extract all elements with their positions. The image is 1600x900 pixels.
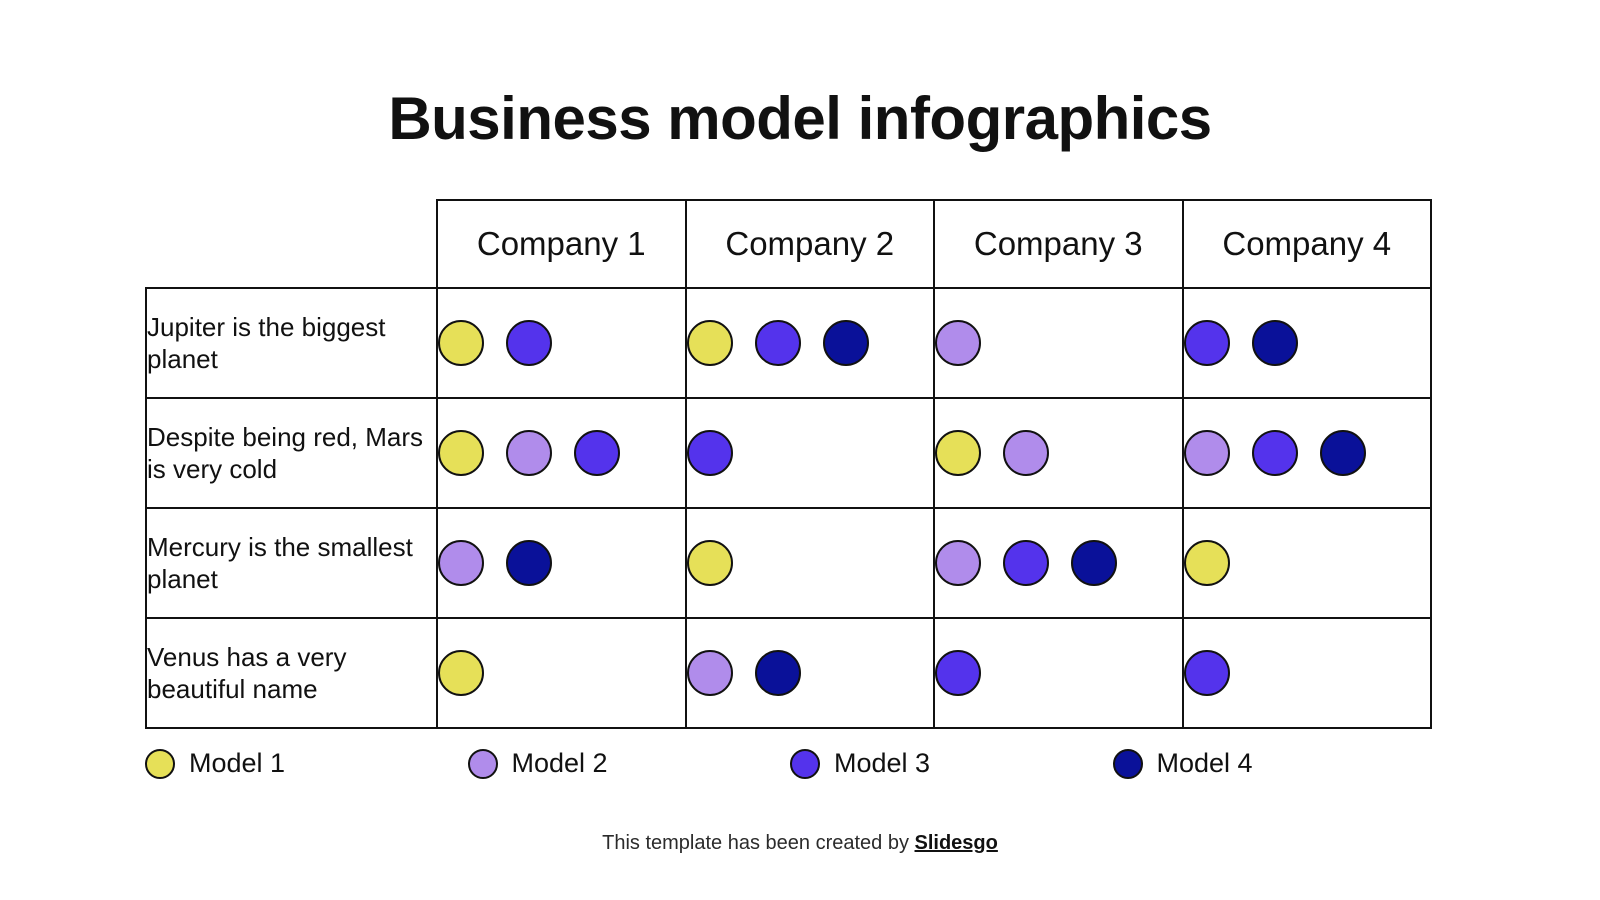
- dot-group: [438, 535, 685, 591]
- matrix-cell-r0-c3: [1181, 287, 1432, 399]
- model-dot-model-3: [1251, 430, 1298, 476]
- model-dot-model-3: [1183, 650, 1230, 696]
- model-dot-model-2: [1003, 430, 1049, 476]
- dot-group: [1183, 315, 1431, 371]
- legend-dot-icon: [790, 748, 820, 779]
- column-header-company-4: Company 4: [1181, 199, 1432, 289]
- dot-group: [686, 425, 934, 481]
- row-label-0: Jupiter is the biggest planet: [145, 287, 438, 399]
- dot-group: [686, 315, 934, 371]
- model-dot-model-3: [1003, 540, 1049, 586]
- model-dot-model-1: [686, 540, 733, 586]
- model-dot-model-2: [438, 540, 484, 586]
- model-dot-model-4: [822, 320, 869, 366]
- matrix-cell-r0-c1: [684, 287, 935, 399]
- footer-credit: This template has been created by Slides…: [0, 832, 1600, 855]
- model-dot-model-1: [686, 320, 733, 366]
- matrix-cell-r2-c3: [1181, 507, 1432, 619]
- page-title: Business model infographics: [388, 85, 1212, 152]
- business-model-matrix: Company 1 Company 2 Company 3 Company 4 …: [145, 199, 1432, 729]
- model-dot-model-1: [438, 320, 484, 366]
- model-dot-model-1: [438, 430, 484, 476]
- model-dot-model-1: [935, 430, 981, 476]
- model-dot-model-3: [574, 430, 620, 476]
- dot-group: [438, 315, 685, 371]
- dot-group: [1183, 535, 1431, 591]
- matrix-cell-r0-c2: [933, 287, 1184, 399]
- legend-dot-icon: [145, 748, 175, 779]
- model-dot-model-1: [1183, 540, 1230, 586]
- matrix-cell-r0-c0: [436, 287, 687, 399]
- column-header-company-3: Company 3: [933, 199, 1184, 289]
- model-dot-model-3: [686, 430, 733, 476]
- model-dot-model-3: [935, 650, 981, 696]
- column-header-company-2: Company 2: [684, 199, 935, 289]
- dot-group: [935, 425, 1182, 481]
- model-dot-model-3: [754, 320, 801, 366]
- column-header-company-1: Company 1: [436, 199, 687, 289]
- matrix-cell-r2-c1: [684, 507, 935, 619]
- model-dot-model-2: [506, 430, 552, 476]
- table-row: Jupiter is the biggest planet: [145, 287, 1432, 399]
- legend-label: Model 4: [1156, 748, 1253, 778]
- model-dot-model-2: [1183, 430, 1230, 476]
- model-dot-model-4: [754, 650, 801, 696]
- matrix-header-row: Company 1 Company 2 Company 3 Company 4: [146, 199, 1432, 289]
- dot-group: [438, 645, 685, 701]
- legend-label: Model 2: [511, 748, 608, 778]
- matrix-corner-cell: [146, 200, 437, 288]
- model-dot-model-2: [935, 320, 981, 366]
- row-label-3: Venus has a very beautiful name: [145, 617, 438, 729]
- matrix-cell-r1-c0: [436, 397, 687, 509]
- model-dot-model-4: [506, 540, 552, 586]
- model-dot-model-2: [935, 540, 981, 586]
- dot-group: [686, 535, 934, 591]
- matrix-cell-r3-c0: [436, 617, 687, 729]
- dot-group: [935, 535, 1182, 591]
- matrix-cell-r1-c3: [1181, 397, 1432, 509]
- row-label-2: Mercury is the smallest planet: [145, 507, 438, 619]
- model-dot-model-4: [1071, 540, 1117, 586]
- matrix-cell-r1-c2: [933, 397, 1184, 509]
- dot-group: [438, 425, 685, 481]
- model-dot-model-2: [686, 650, 733, 696]
- matrix-cell-r1-c1: [684, 397, 935, 509]
- legend-item-model-3: Model 3: [790, 748, 1113, 779]
- model-dot-model-3: [506, 320, 552, 366]
- dot-group: [686, 645, 934, 701]
- matrix-cell-r2-c2: [933, 507, 1184, 619]
- matrix-cell-r3-c1: [684, 617, 935, 729]
- legend: Model 1 Model 2 Model 3 Model 4: [145, 748, 1435, 779]
- legend-dot-icon: [467, 748, 498, 779]
- legend-label: Model 3: [834, 748, 931, 778]
- legend-label: Model 1: [189, 748, 286, 778]
- footer-prefix: This template has been created by: [602, 832, 915, 854]
- row-label-1: Despite being red, Mars is very cold: [145, 397, 438, 509]
- legend-dot-icon: [1112, 748, 1143, 779]
- matrix-cell-r3-c2: [933, 617, 1184, 729]
- table-row: Venus has a very beautiful name: [145, 617, 1432, 729]
- legend-item-model-2: Model 2: [467, 748, 791, 779]
- matrix-header: Company 1 Company 2 Company 3 Company 4: [146, 199, 1432, 289]
- matrix-cell-r2-c0: [436, 507, 687, 619]
- dot-group: [1183, 645, 1431, 701]
- slidesgo-link[interactable]: Slidesgo: [914, 832, 998, 854]
- matrix-cell-r3-c3: [1181, 617, 1432, 729]
- legend-item-model-1: Model 1: [145, 748, 468, 779]
- table-row: Despite being red, Mars is very cold: [145, 397, 1432, 509]
- model-dot-model-1: [438, 650, 484, 696]
- dot-group: [935, 645, 1182, 701]
- dot-group: [1183, 425, 1431, 481]
- table-row: Mercury is the smallest planet: [145, 507, 1432, 619]
- matrix-body: Jupiter is the biggest planet Despite be…: [145, 287, 1432, 729]
- model-dot-model-4: [1251, 320, 1298, 366]
- legend-item-model-4: Model 4: [1112, 748, 1436, 779]
- dot-group: [935, 315, 1182, 371]
- model-dot-model-4: [1319, 430, 1366, 476]
- model-dot-model-3: [1183, 320, 1230, 366]
